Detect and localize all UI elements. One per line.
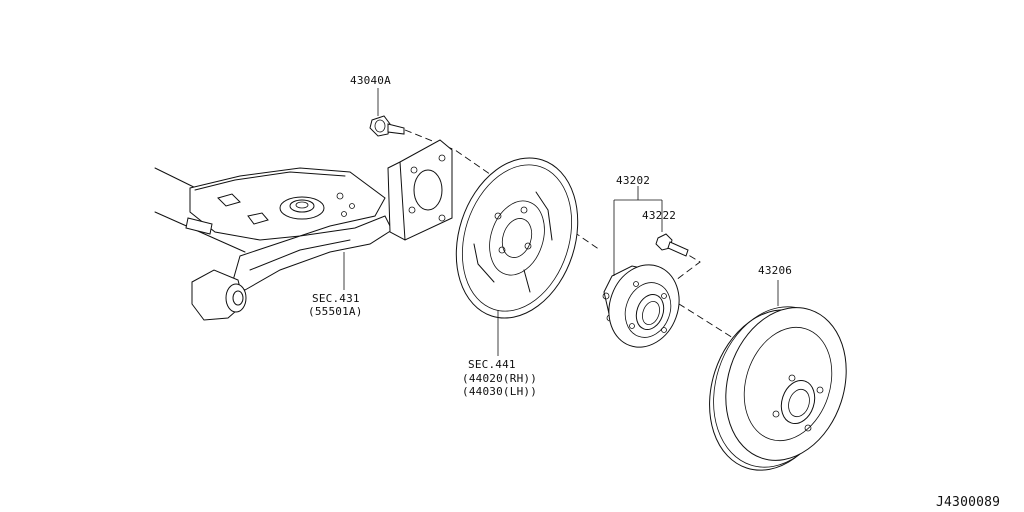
label-sec431: SEC.431 — [312, 292, 360, 305]
label-43206: 43206 — [758, 264, 792, 277]
diagram-code: J4300089 — [936, 495, 1000, 510]
rear-suspension-beam — [154, 167, 393, 321]
label-43202: 43202 — [616, 174, 650, 187]
label-sec441: SEC.441 — [468, 358, 516, 371]
label-43222: 43222 — [642, 209, 676, 222]
label-55501a: (55501A) — [308, 305, 363, 318]
hub-bolt-43222 — [655, 233, 689, 257]
brake-backing-plate — [455, 157, 579, 319]
leader-lines — [343, 88, 779, 356]
mounting-bracket — [387, 139, 453, 241]
label-44020-rh: (44020(RH)) — [462, 372, 537, 385]
bolt-43040a — [369, 115, 405, 137]
label-44030-lh: (44030(LH)) — [462, 385, 537, 398]
label-43040a: 43040A — [350, 74, 391, 87]
brake-drum — [709, 306, 847, 471]
hub-bearing-assembly — [602, 264, 680, 348]
